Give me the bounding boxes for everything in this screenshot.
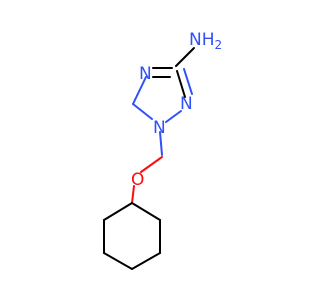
amine-label: NH2 (189, 30, 222, 52)
cyclohexane-ring (103, 202, 161, 270)
bond-n2-c3 (176, 70, 186, 98)
oxygen-atom: O (131, 170, 144, 190)
bond-n1-n2 (165, 110, 182, 123)
ring-nitrogen-bottom: N (153, 118, 166, 138)
molecule-structure: NH2 N N N O (103, 30, 222, 270)
amine-subscript: 2 (215, 38, 223, 52)
bond-ch2-o (140, 156, 163, 173)
ring-nitrogen-left: N (139, 64, 152, 84)
ring-nitrogen-right: N (180, 94, 193, 114)
bond-n1-ch2 (159, 131, 163, 156)
bond-c3-nh2 (175, 47, 195, 67)
bond-n4-c5 (132, 76, 147, 105)
bond-n2-c3-double (183, 68, 193, 95)
triazole-ring (132, 67, 193, 123)
bond-o-cyclohexyl (131, 185, 135, 204)
bond-c5-n1 (132, 103, 153, 120)
